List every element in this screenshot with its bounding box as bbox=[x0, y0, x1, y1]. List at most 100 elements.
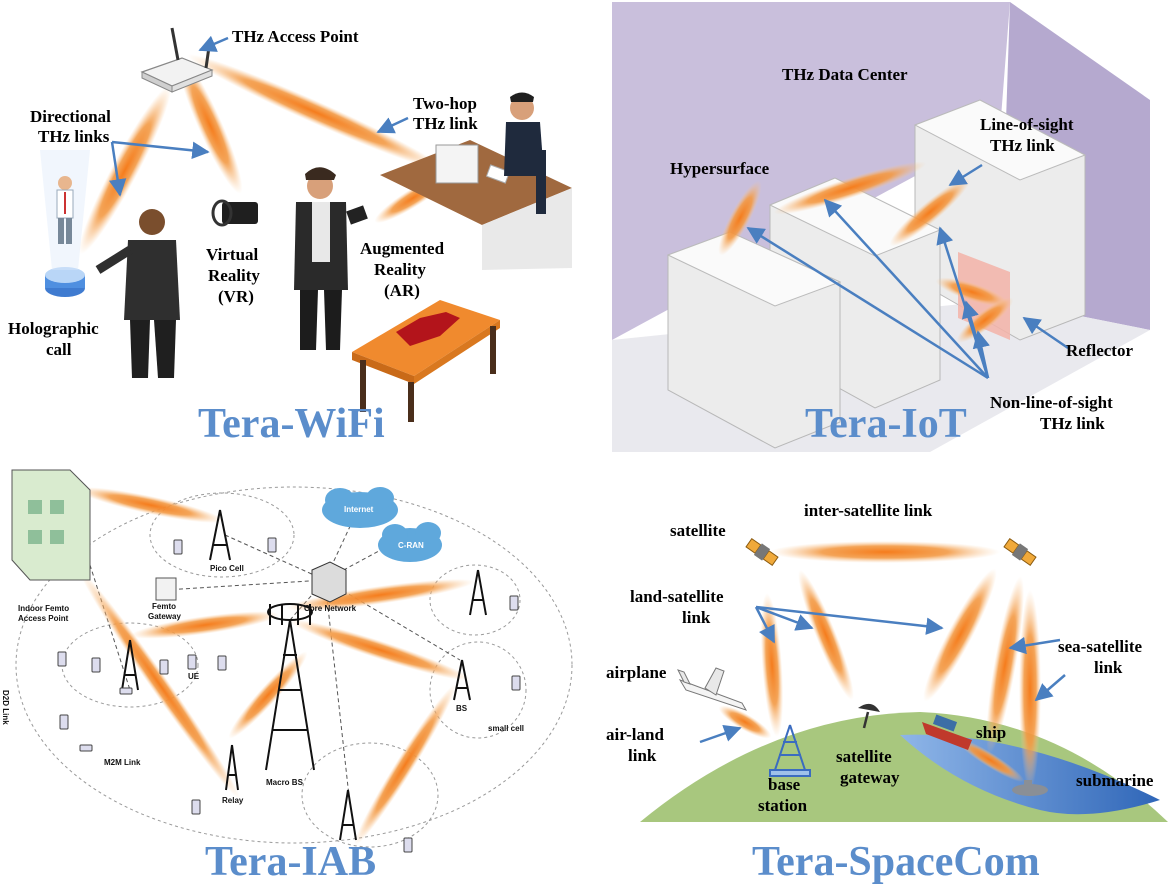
label-land-satellite: land-satellite bbox=[630, 587, 724, 606]
ship-icon bbox=[922, 714, 972, 750]
label-airplane: airplane bbox=[606, 663, 667, 682]
label-ship: ship bbox=[976, 723, 1007, 742]
label-directional: Directional bbox=[30, 107, 111, 126]
beam bbox=[285, 579, 475, 611]
label-ar: Augmented bbox=[360, 239, 445, 258]
title-tera-iot: Tera-IoT bbox=[805, 401, 967, 447]
label-m2m: M2M Link bbox=[104, 758, 141, 767]
beam bbox=[956, 297, 1014, 343]
ar-person-icon bbox=[294, 167, 368, 350]
label-gateway: satellite bbox=[836, 747, 892, 766]
server-icon bbox=[311, 561, 347, 603]
label-ue: UE bbox=[188, 672, 200, 681]
label-relay: Relay bbox=[222, 796, 244, 805]
beam bbox=[773, 161, 927, 215]
label-two-hop: Two-hop bbox=[413, 94, 477, 113]
tower-icon bbox=[121, 639, 139, 691]
label-base-2: station bbox=[758, 796, 808, 815]
person-icon bbox=[95, 209, 180, 378]
label-femto-ap: Indoor Femto bbox=[18, 604, 70, 613]
label-nlos: Non-line-of-sight bbox=[990, 393, 1113, 412]
label-pico: Pico Cell bbox=[210, 564, 244, 573]
label-air-land-2: link bbox=[628, 746, 657, 765]
label-submarine: submarine bbox=[1076, 771, 1154, 790]
label-directional-2: THz links bbox=[38, 127, 110, 146]
beam bbox=[798, 569, 854, 701]
tower-icon bbox=[225, 744, 239, 791]
label-base: base bbox=[768, 775, 801, 794]
beam bbox=[718, 705, 772, 739]
server-rack bbox=[666, 231, 842, 449]
label-data-center: THz Data Center bbox=[782, 65, 908, 84]
label-sea-satellite: sea-satellite bbox=[1058, 637, 1143, 656]
title-tera-wifi: Tera-WiFi bbox=[198, 401, 385, 447]
label-femto-gw-2: Gateway bbox=[148, 612, 181, 621]
label-ar-2: Reality bbox=[374, 260, 426, 279]
submarine-icon bbox=[1012, 780, 1048, 796]
beam bbox=[923, 568, 997, 702]
beam bbox=[889, 177, 971, 247]
iab-drawing bbox=[11, 469, 573, 853]
label-access-point: THz Access Point bbox=[232, 27, 359, 46]
wifi-drawing bbox=[40, 27, 572, 422]
label-holo-2: call bbox=[46, 340, 72, 359]
label-nlos-2: THz link bbox=[1040, 414, 1105, 433]
iot-drawing bbox=[612, 2, 1150, 452]
beam bbox=[78, 85, 172, 255]
beam bbox=[955, 737, 1025, 783]
router-icon bbox=[140, 27, 214, 93]
cloud-icon bbox=[378, 522, 442, 562]
beam bbox=[177, 56, 243, 194]
satellite-icon bbox=[745, 538, 779, 566]
label-holo: Holographic bbox=[8, 319, 99, 338]
beam bbox=[718, 180, 762, 256]
gateway-icon bbox=[155, 577, 177, 601]
label-cran: C-RAN bbox=[398, 541, 424, 550]
beam bbox=[187, 54, 443, 170]
airplane-icon bbox=[677, 667, 748, 711]
beam bbox=[228, 651, 308, 739]
label-gateway-2: gateway bbox=[840, 768, 900, 787]
label-two-hop-2: THz link bbox=[413, 114, 478, 133]
building-icon bbox=[11, 469, 91, 581]
phone-icon bbox=[57, 537, 521, 853]
label-reflector: Reflector bbox=[1066, 341, 1134, 360]
label-internet: Internet bbox=[344, 505, 374, 514]
ar-table-icon bbox=[352, 300, 500, 422]
label-hypersurface: Hypersurface bbox=[670, 159, 770, 178]
beam bbox=[354, 684, 456, 846]
label-small-cell: small cell bbox=[488, 724, 525, 733]
label-los-2: THz link bbox=[990, 136, 1055, 155]
tower-icon bbox=[453, 659, 471, 701]
label-femto-gw: Femto bbox=[152, 602, 176, 611]
space-drawing bbox=[640, 538, 1168, 822]
label-land-satellite-2: link bbox=[682, 608, 711, 627]
title-tera-spacecom: Tera-SpaceCom bbox=[752, 839, 1040, 885]
base-station-icon bbox=[769, 724, 811, 777]
label-vr: Virtual bbox=[206, 245, 259, 264]
tower-icon bbox=[469, 569, 487, 616]
label-vr-2: Reality bbox=[208, 266, 260, 285]
office-desk-icon bbox=[380, 92, 572, 270]
label-air-land: air-land bbox=[606, 725, 664, 744]
beam bbox=[985, 576, 1025, 754]
vr-headset-icon bbox=[211, 199, 258, 227]
beam bbox=[770, 541, 1000, 563]
label-ar-3: (AR) bbox=[384, 281, 420, 300]
beam bbox=[289, 619, 471, 681]
label-vr-3: (VR) bbox=[218, 287, 254, 306]
label-los: Line-of-sight bbox=[980, 115, 1074, 134]
label-sea-satellite-2: link bbox=[1094, 658, 1123, 677]
beam bbox=[76, 487, 224, 523]
label-macro: Macro BS bbox=[266, 778, 303, 787]
hologram-icon bbox=[40, 150, 90, 297]
beam bbox=[79, 570, 241, 800]
dish-icon bbox=[858, 703, 880, 729]
tower-icon bbox=[339, 789, 357, 841]
label-inter-satellite: inter-satellite link bbox=[804, 501, 933, 520]
label-bs: BS bbox=[456, 704, 468, 713]
cloud-icon bbox=[322, 487, 398, 528]
beam bbox=[935, 277, 1009, 307]
macro-tower-icon bbox=[265, 603, 315, 771]
